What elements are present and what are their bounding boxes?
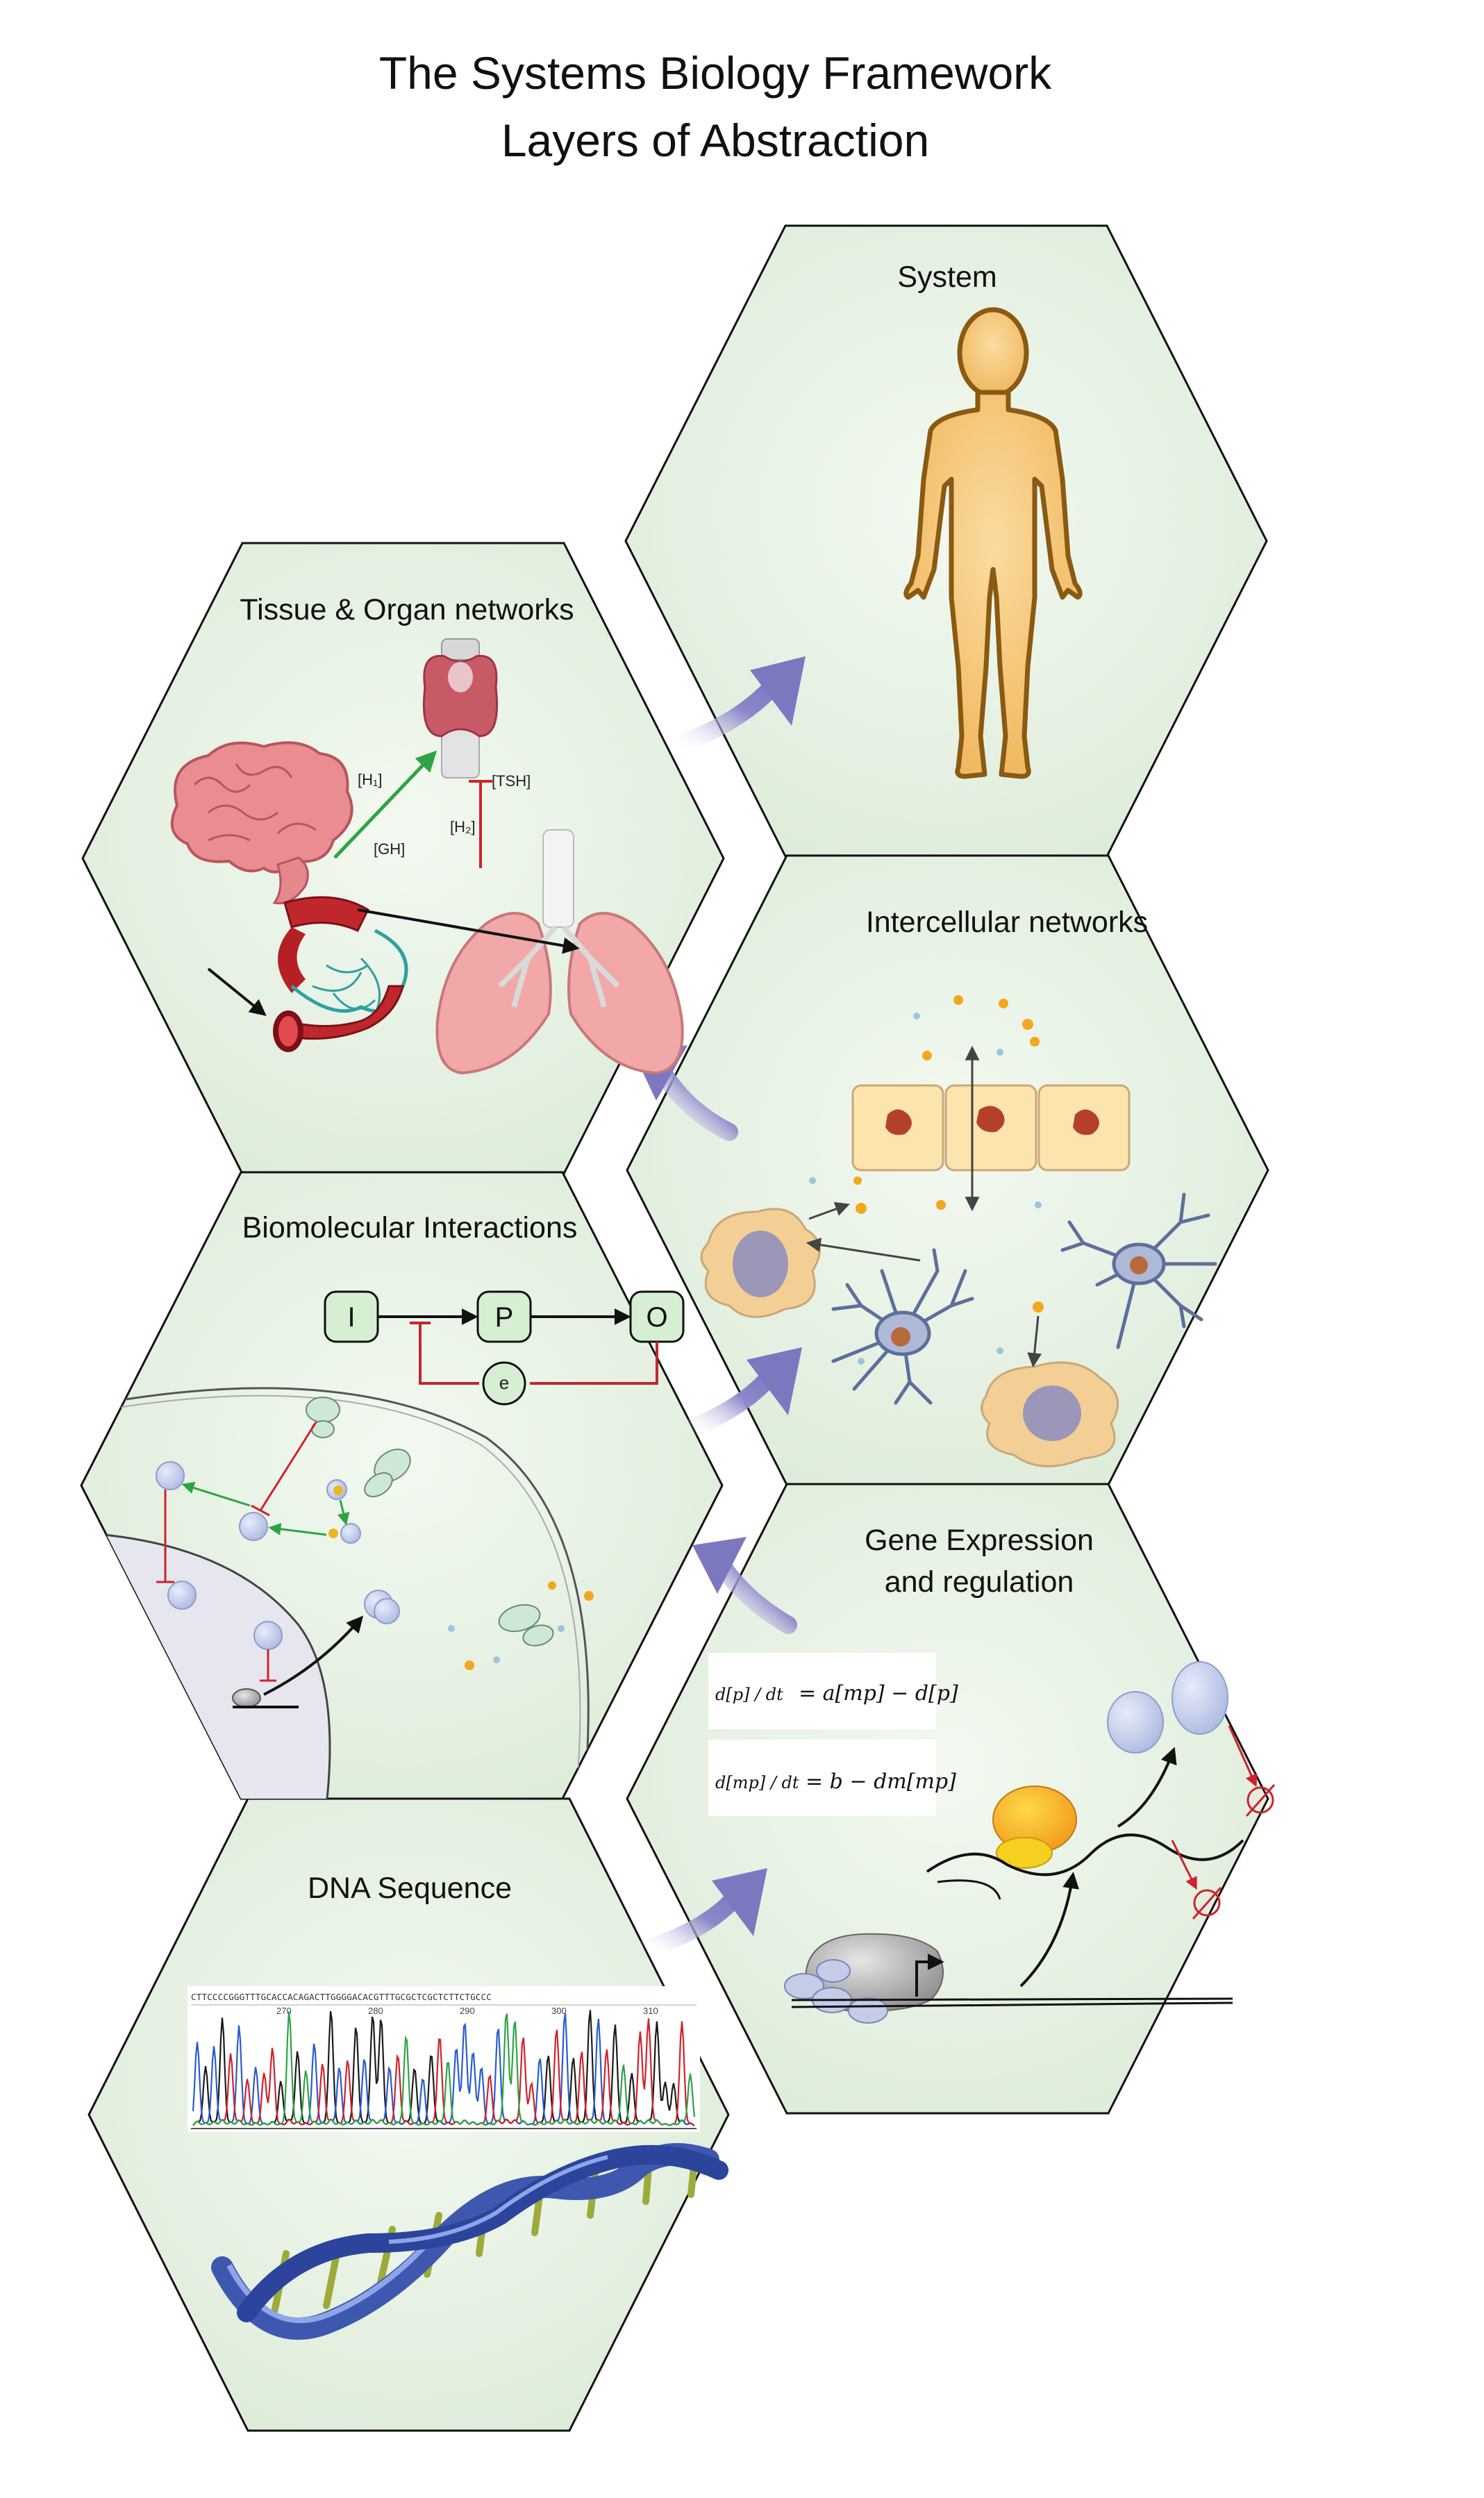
lungs-icon [435, 829, 684, 1075]
promoter-arrow [915, 1954, 944, 1997]
hexagon-system [624, 224, 1268, 858]
flow-arrow-gene-to-bio [692, 1537, 797, 1634]
label-h2: [H₂] [450, 818, 476, 835]
hexagon-intercellular [626, 854, 1269, 1486]
mrna-tail [937, 1879, 1001, 1900]
hex-label-system: System [897, 260, 997, 294]
hex-label-gene-2: and regulation [885, 1565, 1074, 1599]
blood-vessel-icon [273, 896, 408, 1052]
brain-icon [170, 741, 353, 905]
equation-box-2: d[mp] / dt = b − dm[mp] [708, 1740, 956, 1816]
title-line-1: The Systems Biology Framework [379, 47, 1052, 99]
gh-activation-arrow [333, 750, 437, 859]
vessel-to-lung-arrow [357, 908, 580, 954]
hex-label-gene-1: Gene Expression [865, 1524, 1094, 1557]
neuron-icon-2 [1060, 1192, 1217, 1349]
equation-1-rhs: = a[mp] − d[p] [799, 1681, 958, 1706]
ribosome-icon [992, 1785, 1077, 1869]
hex-label-tissue: Tissue & Organ networks [240, 593, 574, 626]
flow-arrow-bio-to-intercellular [675, 1347, 802, 1440]
signal-down-arrow [1027, 1315, 1042, 1368]
human-body-icon [903, 307, 1083, 779]
transcription-arrow [1019, 1872, 1080, 1988]
flow-arrow-tissue-to-system [665, 656, 806, 756]
position-300: 300 [551, 2006, 567, 2016]
node-process: P [495, 1302, 514, 1333]
signal-to-macrophage-arrow-2 [808, 1201, 850, 1220]
hex-label-dna: DNA Sequence [308, 1872, 512, 1905]
epithelial-cell-icon [851, 1084, 1131, 1172]
title-line-2: Layers of Abstraction [501, 115, 929, 166]
hex-label-intercellular: Intercellular networks [866, 906, 1148, 939]
macrophage-icon-2 [981, 1361, 1119, 1467]
neuron-icon [831, 1248, 974, 1405]
mrna-strand [926, 1833, 1244, 1876]
position-310: 310 [643, 2006, 658, 2016]
position-280: 280 [368, 2006, 383, 2016]
protein-icon [156, 1461, 400, 1650]
equation-1-lhs: d[p] / dt [715, 1685, 783, 1704]
position-290: 290 [460, 2006, 475, 2016]
thyroid-icon [422, 638, 499, 778]
macrophage-icon [700, 1208, 821, 1318]
node-error: e [499, 1372, 509, 1393]
label-tsh: [TSH] [492, 772, 531, 790]
chromatogram-sequence: CTTCCCCGGGTTTGCACCACAGACTTGGGGACACGTTTGC… [191, 1992, 492, 2002]
dna-helix-icon [211, 2143, 728, 2340]
position-270: 270 [276, 2006, 292, 2016]
signal-to-macrophage-arrow [806, 1238, 921, 1262]
chromatogram-traces [192, 2010, 696, 2126]
flow-arrow-dna-to-gene [633, 1868, 767, 1959]
node-input: I [347, 1302, 355, 1333]
equation-2-rhs: = b − dm[mp] [806, 1770, 956, 1794]
chromatogram: CTTCCCCGGGTTTGCACCACAGACTTGGGGACACGTTTGC… [187, 1986, 700, 2132]
dna-strand-gene [791, 1997, 1233, 2008]
node-output: O [646, 1302, 667, 1333]
label-h1: [H₁] [358, 771, 383, 788]
hexagon-gene [626, 1483, 1269, 2115]
tsh-inhibition [469, 780, 492, 868]
equation-2-lhs: d[mp] / dt [715, 1773, 799, 1792]
chromatogram-trace [192, 2011, 696, 2126]
translation-arrow [1117, 1747, 1177, 1828]
degradation-1 [1228, 1725, 1276, 1817]
signal-molecules [809, 995, 1044, 1365]
flow-into-vessel-arrow [207, 967, 267, 1017]
degradation-2 [1171, 1840, 1222, 1920]
receptor-icon [306, 1397, 554, 1647]
hex-label-biomolecular: Biomolecular Interactions [242, 1211, 578, 1244]
hexagon-tissue [81, 542, 725, 1175]
protein-product-icon [1107, 1661, 1228, 1754]
label-gh: [GH] [374, 840, 405, 858]
equation-box-1: d[p] / dt = a[mp] − d[p] [708, 1653, 958, 1729]
feedback-loop [324, 1290, 685, 1406]
